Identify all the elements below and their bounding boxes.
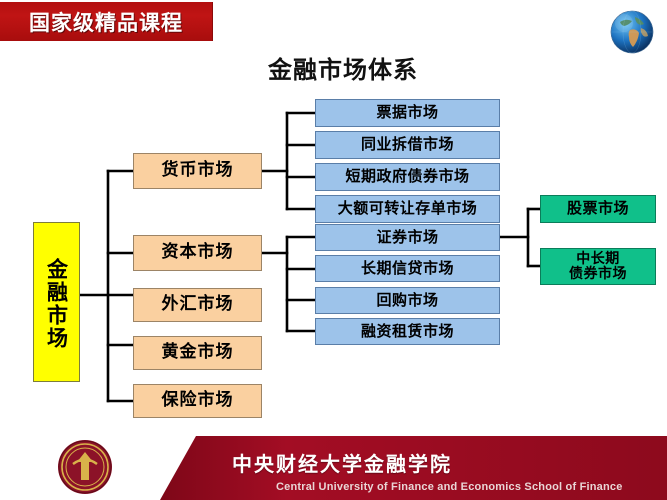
node-securities-market[interactable]: 证券市场 [315, 224, 500, 251]
university-seal-icon [55, 438, 115, 496]
footer-university-name-en: Central University of Finance and Econom… [276, 481, 623, 493]
page-title: 金融市场体系 [268, 56, 418, 84]
node-foreign-exchange-market[interactable]: 外汇市场 [133, 288, 262, 322]
course-banner-label: 国家级精品课程 [29, 10, 183, 35]
node-repurchase-market[interactable]: 回购市场 [315, 287, 500, 314]
footer [0, 436, 667, 500]
node-medium-long-term-bond-market[interactable]: 中长期 债券市场 [540, 248, 656, 285]
globe-icon [608, 8, 656, 56]
node-insurance-market[interactable]: 保险市场 [133, 384, 262, 418]
node-interbank-lending-market[interactable]: 同业拆借市场 [315, 131, 500, 159]
node-money-market[interactable]: 货币市场 [133, 153, 262, 189]
node-gold-market[interactable]: 黄金市场 [133, 336, 262, 370]
node-stock-market[interactable]: 股票市场 [540, 195, 656, 223]
node-large-cd-market[interactable]: 大额可转让存单市场 [315, 195, 500, 223]
node-short-term-government-bond-market[interactable]: 短期政府债券市场 [315, 163, 500, 191]
node-financial-leasing-market[interactable]: 融资租赁市场 [315, 318, 500, 345]
node-root-financial-market[interactable]: 金融市场 [33, 222, 80, 382]
node-capital-market[interactable]: 资本市场 [133, 235, 262, 271]
course-banner: 国家级精品课程 [0, 2, 213, 41]
node-bill-market[interactable]: 票据市场 [315, 99, 500, 127]
node-long-term-credit-market[interactable]: 长期信贷市场 [315, 255, 500, 282]
footer-university-name-cn: 中央财经大学金融学院 [232, 452, 452, 476]
